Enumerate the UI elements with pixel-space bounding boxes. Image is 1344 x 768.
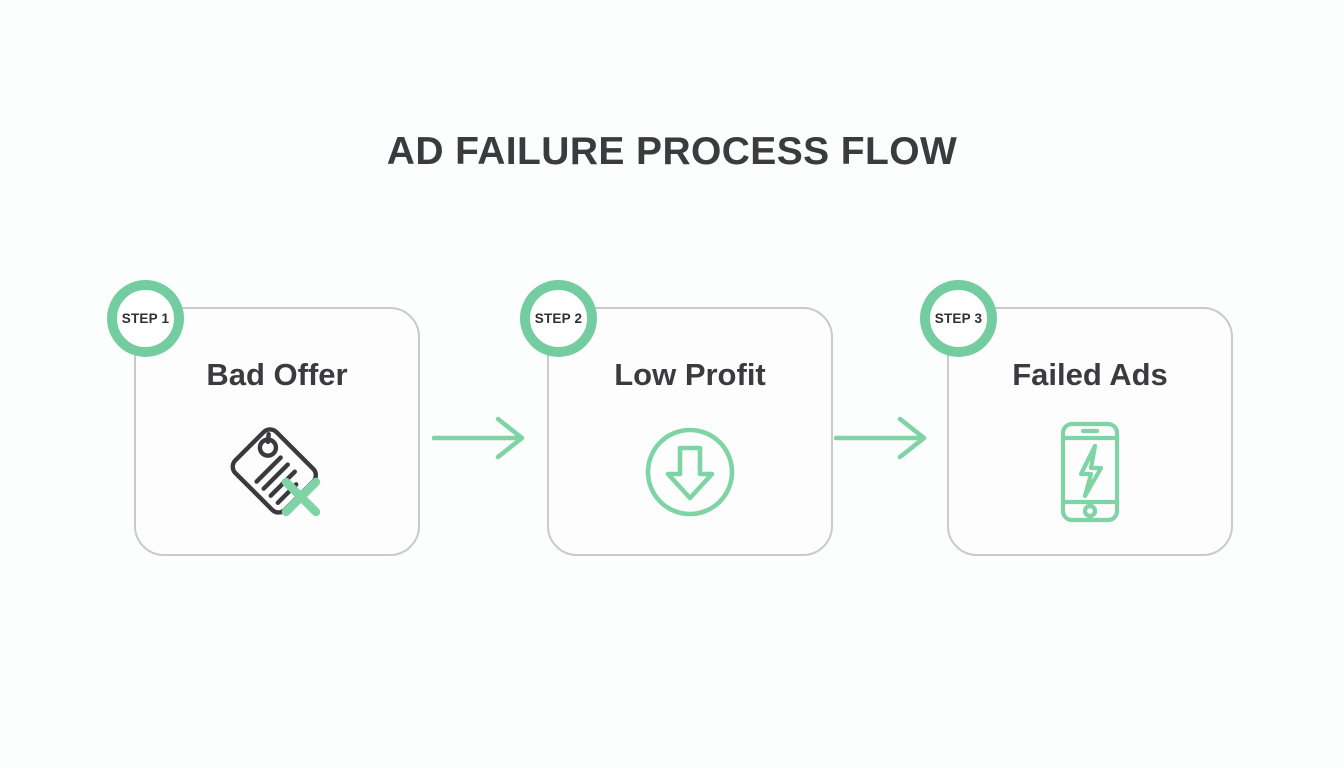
arrow-right-icon [833,416,927,460]
smartphone-lightning-icon [1060,421,1120,523]
arrow-right-icon [431,416,525,460]
step-badge-label: STEP 2 [534,311,583,326]
step-title: Low Profit [614,357,766,392]
step-badge: STEP 1 [107,280,184,357]
flow-step-failed-ads[interactable]: Failed Ads STEP 3 [920,280,1233,556]
step-badge: STEP 2 [520,280,597,357]
price-tag-cross-icon [230,427,321,517]
process-flow: Bad Offer STEP 1 [0,280,1344,557]
page-title: AD FAILURE PROCESS FLOW [386,130,958,173]
step-title: Failed Ads [1012,357,1168,392]
flow-step-bad-offer[interactable]: Bad Offer STEP 1 [107,280,420,556]
step-badge-label: STEP 3 [934,311,983,326]
circle-down-arrow-icon [645,427,735,517]
step-icon-wrap [947,417,1233,527]
flow-step-low-profit[interactable]: Low Profit STEP 2 [520,280,833,556]
flow-connector-2 [833,413,930,463]
step-icon-wrap [547,417,833,527]
step-badge-label: STEP 1 [121,311,170,326]
step-title: Bad Offer [206,357,348,392]
step-icon-wrap [134,417,420,527]
flow-connector-1 [431,413,528,463]
step-badge: STEP 3 [920,280,997,357]
